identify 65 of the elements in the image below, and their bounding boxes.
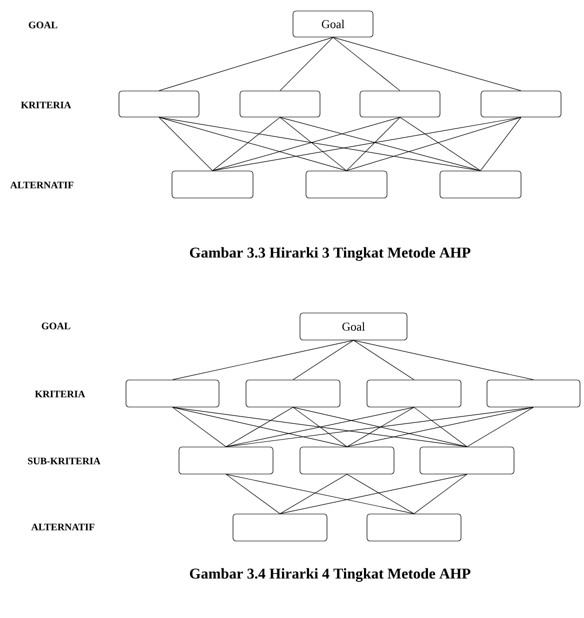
empty-box bbox=[306, 170, 388, 198]
connector-line bbox=[400, 117, 481, 171]
empty-box bbox=[440, 170, 522, 198]
figure-caption: Gambar 3.4 Hirarki 4 Tingkat Metode AHP bbox=[190, 568, 470, 582]
connector-line bbox=[332, 37, 400, 91]
connector-line bbox=[226, 407, 414, 447]
empty-box bbox=[360, 90, 440, 118]
connector-line bbox=[346, 117, 400, 171]
connector-line bbox=[332, 37, 522, 91]
connector-line bbox=[346, 407, 414, 447]
connector-line bbox=[158, 117, 481, 171]
connector-line bbox=[226, 407, 534, 447]
empty-box bbox=[366, 514, 462, 542]
connector-line bbox=[280, 117, 481, 171]
empty-box bbox=[300, 446, 394, 474]
level-label: KRITERIA bbox=[20, 102, 72, 108]
connector-line bbox=[346, 117, 522, 171]
connector-line bbox=[346, 407, 534, 447]
connector-line bbox=[212, 117, 522, 171]
connector-line bbox=[226, 474, 280, 514]
connector-line bbox=[172, 407, 226, 447]
empty-box bbox=[240, 90, 320, 118]
connector-line bbox=[353, 340, 414, 380]
connector-line bbox=[226, 407, 294, 447]
level-label: ALTERNATIF bbox=[31, 524, 94, 530]
empty-box bbox=[126, 380, 220, 408]
connector-line bbox=[158, 117, 213, 171]
connector-line bbox=[226, 474, 414, 514]
connector-line bbox=[292, 407, 348, 447]
level-label: GOAL bbox=[42, 322, 70, 330]
level-label: GOAL bbox=[28, 22, 58, 28]
empty-box bbox=[118, 90, 200, 118]
empty-box bbox=[366, 380, 462, 408]
connector-line bbox=[414, 407, 468, 447]
empty-box bbox=[246, 380, 340, 408]
connector-line bbox=[172, 340, 354, 380]
goal-box: Goal bbox=[300, 312, 408, 340]
connector-line bbox=[280, 474, 468, 514]
empty-box bbox=[420, 446, 514, 474]
connector-line bbox=[480, 117, 522, 171]
empty-box bbox=[178, 446, 274, 474]
connector-line bbox=[280, 37, 334, 91]
connector-line bbox=[280, 117, 347, 171]
figure-caption: Gambar 3.3 Hirarki 3 Tingkat Metode AHP bbox=[190, 247, 470, 261]
empty-box bbox=[172, 170, 254, 198]
connector-line bbox=[346, 474, 414, 514]
connector-line bbox=[158, 37, 334, 91]
connector-line bbox=[353, 340, 534, 380]
level-label: KRITERIA bbox=[34, 390, 86, 398]
connector-line bbox=[280, 474, 348, 514]
level-label: ALTERNATIF bbox=[10, 182, 74, 188]
goal-box: Goal bbox=[292, 10, 374, 38]
connector-line bbox=[292, 340, 354, 380]
connector-line bbox=[212, 117, 400, 171]
empty-box bbox=[232, 514, 328, 542]
connector-line bbox=[414, 474, 468, 514]
level-label: SUB-KRITERIA bbox=[28, 458, 100, 464]
connector-line bbox=[158, 117, 347, 171]
connector-line bbox=[172, 407, 468, 447]
connector-line bbox=[466, 407, 534, 447]
connector-line bbox=[292, 407, 468, 447]
connector-line bbox=[172, 407, 348, 447]
empty-box bbox=[486, 380, 580, 408]
empty-box bbox=[480, 90, 562, 118]
connector-line bbox=[212, 117, 280, 171]
